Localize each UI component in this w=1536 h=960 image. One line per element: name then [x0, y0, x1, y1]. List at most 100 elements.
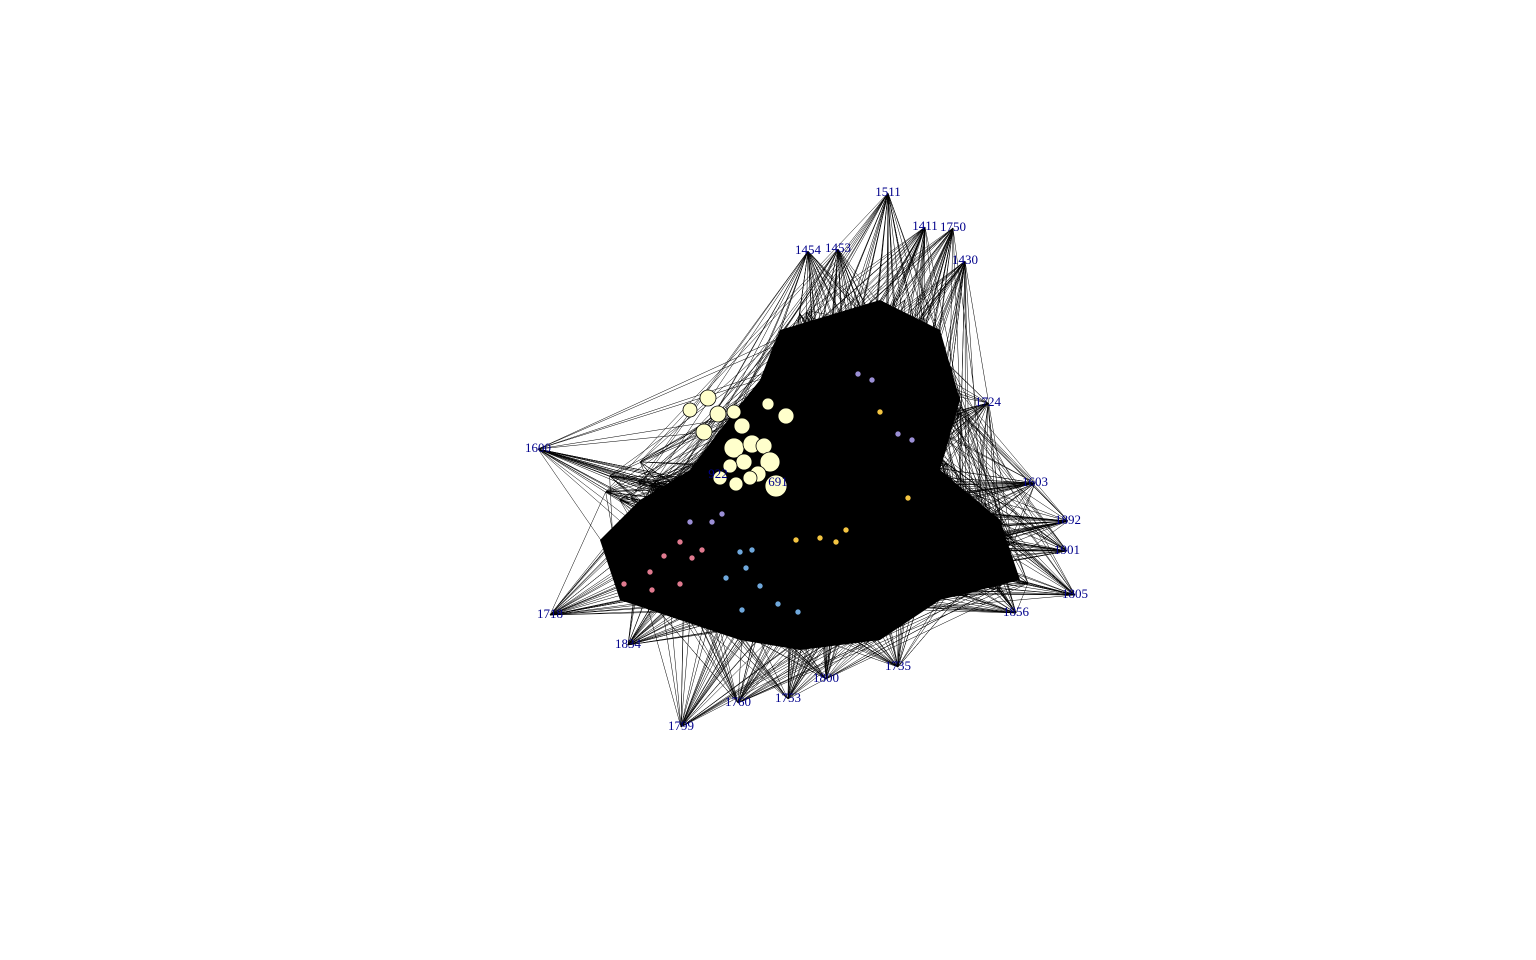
edge — [647, 606, 682, 728]
edge — [737, 594, 968, 704]
edge — [814, 227, 954, 329]
node-label: 1600 — [525, 440, 551, 455]
graph-node — [816, 534, 824, 542]
edge — [1000, 582, 1029, 592]
node-label: 1603 — [1022, 474, 1048, 489]
edge — [961, 407, 1068, 552]
graph-node — [759, 451, 781, 473]
graph-node — [894, 430, 902, 438]
node-label: 1511 — [875, 184, 901, 199]
node-label: 1760 — [725, 694, 751, 709]
node-label: 1753 — [775, 690, 801, 705]
graph-node — [708, 518, 716, 526]
graph-node — [648, 586, 656, 594]
node-label: 1901 — [1054, 542, 1080, 557]
graph-node — [726, 404, 742, 420]
edge — [854, 192, 889, 318]
edge — [964, 260, 1012, 539]
graph-node — [718, 510, 726, 518]
edge — [960, 412, 963, 437]
graph-node — [620, 580, 628, 588]
node-label: 1430 — [952, 252, 978, 267]
graph-node — [733, 417, 751, 435]
graph-node — [748, 546, 756, 554]
graph-node — [695, 423, 713, 441]
node-label: 1735 — [885, 658, 911, 673]
graph-node — [738, 606, 746, 614]
node-label: 1750 — [940, 219, 966, 234]
graph-node — [676, 580, 684, 588]
graph-node — [904, 494, 912, 502]
edge — [609, 340, 797, 477]
node-label: 1411 — [912, 218, 938, 233]
graph-node — [688, 554, 696, 562]
graph-node — [842, 526, 850, 534]
node-label: 691 — [768, 474, 788, 489]
graph-node — [736, 548, 744, 556]
graph-node — [774, 600, 782, 608]
edge — [654, 250, 809, 482]
node-label: 1454 — [795, 242, 822, 257]
edge — [639, 248, 839, 463]
graph-node — [660, 552, 668, 560]
edge — [537, 448, 667, 499]
edge — [961, 407, 1076, 596]
graph-node — [742, 470, 758, 486]
edge — [810, 192, 889, 324]
node-label: 1856 — [1003, 604, 1030, 619]
nodes-layer — [620, 370, 916, 616]
edge — [737, 591, 1001, 704]
edge — [960, 412, 1029, 584]
graph-node — [764, 474, 788, 498]
edge — [549, 606, 648, 616]
dense-edge-mass — [600, 300, 1020, 650]
graph-node — [761, 397, 775, 411]
edge — [961, 407, 1069, 522]
edge — [644, 248, 839, 505]
edge — [904, 227, 954, 300]
graph-node — [756, 582, 764, 590]
edge — [638, 250, 809, 483]
edge — [961, 407, 1011, 545]
graph-node — [868, 376, 876, 384]
graph-node — [646, 568, 654, 576]
graph-node — [876, 408, 884, 416]
dense-core — [600, 300, 1020, 650]
edge — [1015, 583, 1029, 614]
node-label: 1834 — [615, 636, 642, 651]
graph-node — [742, 564, 750, 572]
graph-node — [777, 407, 795, 425]
edge — [807, 250, 855, 318]
node-label: 1805 — [1062, 586, 1088, 601]
edge — [549, 491, 606, 616]
graph-node — [682, 402, 698, 418]
graph-node — [712, 470, 728, 486]
edge — [986, 593, 1017, 614]
edge — [537, 323, 812, 450]
graph-node — [709, 405, 727, 423]
graph-node — [908, 436, 916, 444]
edge — [887, 192, 914, 328]
node-label: 1724 — [975, 394, 1002, 409]
edge — [638, 482, 659, 493]
graph-node — [728, 476, 744, 492]
graph-node — [755, 437, 773, 455]
edge — [630, 250, 809, 499]
graph-node — [722, 458, 738, 474]
node-label: 1892 — [1055, 512, 1081, 527]
graph-node — [722, 574, 730, 582]
graph-node — [699, 389, 717, 407]
edge — [737, 584, 1000, 704]
edge — [961, 260, 966, 408]
edge — [956, 407, 1068, 552]
graph-node — [832, 538, 840, 546]
graph-node — [794, 608, 802, 616]
node-label: 1718 — [537, 606, 563, 621]
graph-node — [676, 538, 684, 546]
graph-node — [686, 518, 694, 526]
edge — [806, 192, 889, 312]
edge — [605, 192, 889, 493]
graph-node — [792, 536, 800, 544]
